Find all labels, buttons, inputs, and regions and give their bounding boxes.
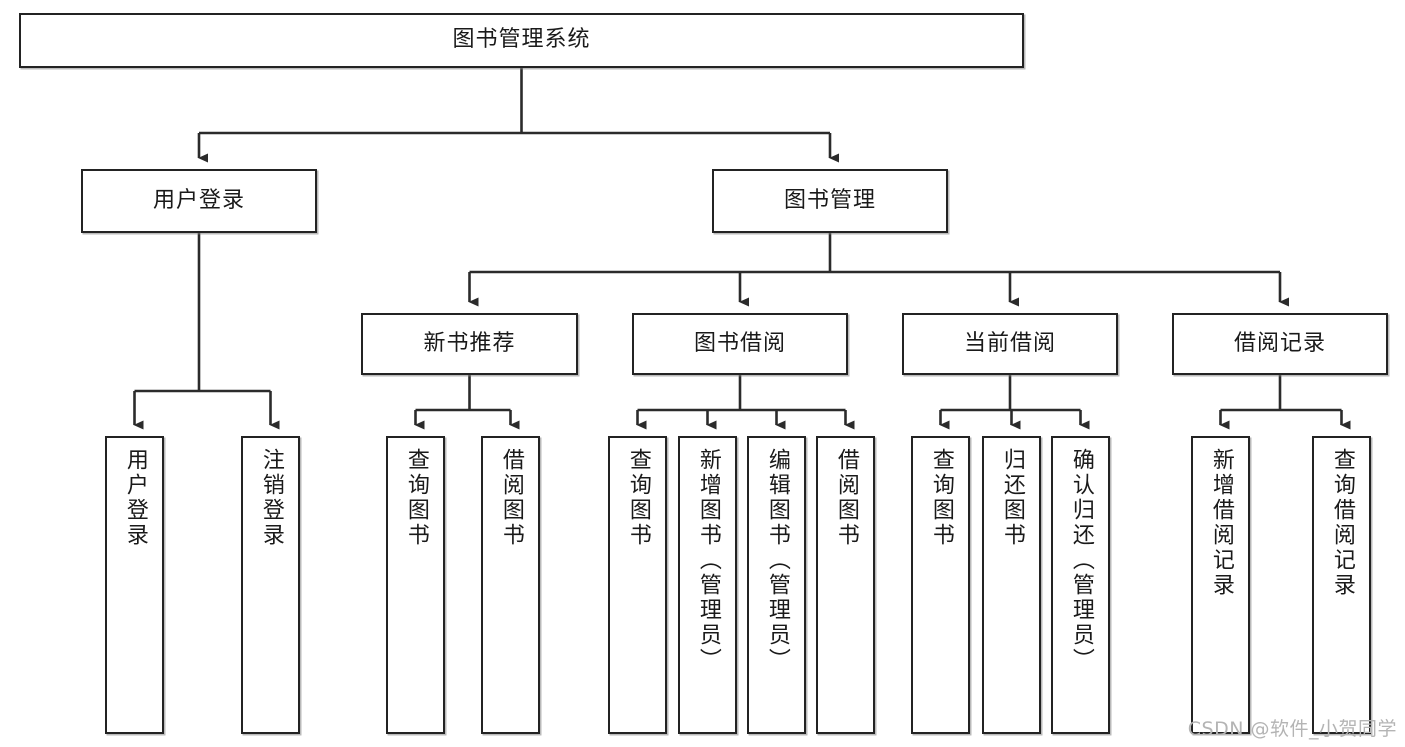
node-leaf-user-logout[interactable]: 注销登录 (241, 436, 300, 734)
node-label: 图书管理 (783, 187, 876, 213)
node-leaf-add-borrow-record[interactable]: 新增借阅记录 (1191, 436, 1250, 734)
node-leaf-borrow-book-2[interactable]: 借阅图书 (816, 436, 875, 734)
node-leaf-add-book[interactable]: 新增图书（管理员） (678, 436, 737, 734)
node-leaf-query-borrow-record[interactable]: 查询借阅记录 (1312, 436, 1371, 734)
node-leaf-confirm-return[interactable]: 确认归还（管理员） (1051, 436, 1110, 734)
node-user-login[interactable]: 用户登录 (81, 169, 317, 233)
node-leaf-edit-book[interactable]: 编辑图书（管理员） (747, 436, 806, 734)
node-label: 确认归还（管理员） (1068, 448, 1094, 673)
node-label: 当前借阅 (963, 330, 1056, 356)
node-leaf-query-book-2[interactable]: 查询图书 (608, 436, 667, 734)
node-label: 归还图书 (999, 448, 1025, 548)
node-leaf-borrow-book-1[interactable]: 借阅图书 (481, 436, 540, 734)
node-label: 查询图书 (403, 448, 429, 548)
node-label: 编辑图书（管理员） (764, 448, 790, 673)
node-label: 新书推荐 (423, 330, 516, 356)
node-label: 查询图书 (625, 448, 651, 548)
node-leaf-user-login[interactable]: 用户登录 (105, 436, 164, 734)
node-root[interactable]: 图书管理系统 (19, 13, 1024, 68)
node-label: 借阅图书 (833, 448, 859, 548)
node-book-borrow[interactable]: 图书借阅 (632, 313, 848, 375)
node-leaf-query-book-3[interactable]: 查询图书 (911, 436, 970, 734)
node-label: 借阅图书 (498, 448, 524, 548)
node-current-borrow[interactable]: 当前借阅 (902, 313, 1118, 375)
node-label: 注销登录 (258, 448, 284, 548)
node-label: 查询图书 (928, 448, 954, 548)
node-leaf-query-book-1[interactable]: 查询图书 (386, 436, 445, 734)
node-label: 图书借阅 (693, 330, 786, 356)
node-new-book-recommend[interactable]: 新书推荐 (361, 313, 578, 375)
node-leaf-return-book[interactable]: 归还图书 (982, 436, 1041, 734)
node-borrow-record[interactable]: 借阅记录 (1172, 313, 1388, 375)
node-label: 查询借阅记录 (1329, 448, 1355, 598)
node-book-manage[interactable]: 图书管理 (712, 169, 948, 233)
node-label: 图书管理系统 (452, 27, 591, 53)
node-label: 用户登录 (122, 448, 148, 548)
node-label: 新增借阅记录 (1208, 448, 1234, 598)
node-label: 借阅记录 (1233, 330, 1326, 356)
node-label: 新增图书（管理员） (695, 448, 721, 673)
node-label: 用户登录 (152, 187, 245, 213)
